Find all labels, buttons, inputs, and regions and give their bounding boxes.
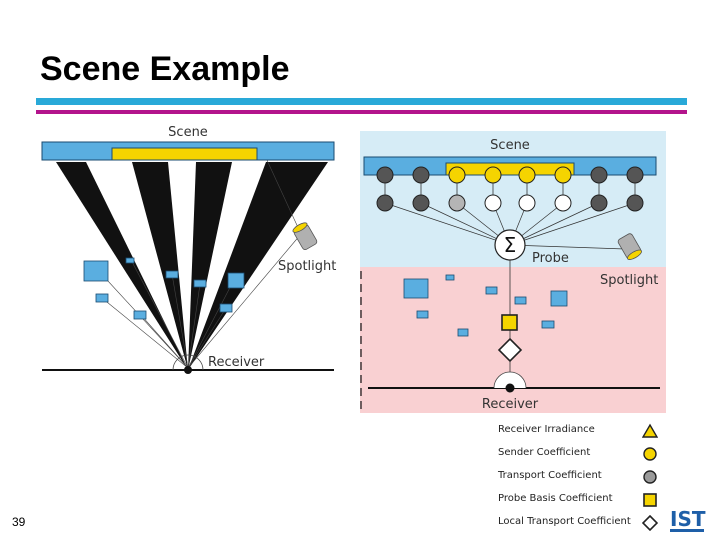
object-box (219, 303, 233, 313)
object-box (227, 272, 245, 289)
scene-highlight (111, 147, 258, 161)
spotlight-label: Spotlight (600, 273, 658, 288)
probe-label: Probe (532, 251, 569, 266)
receiver-point (184, 366, 192, 374)
legend-item-transport-coefficient: Transport Coefficient (498, 470, 668, 486)
wedge (56, 162, 188, 370)
slide-title: Scene Example (40, 50, 290, 88)
ist-logo: IST (670, 507, 706, 532)
transport-circle (518, 194, 536, 212)
sender-circle (376, 166, 394, 184)
transport-circle (484, 194, 502, 212)
page-number: 39 (12, 515, 26, 529)
receiver-label: Receiver (482, 397, 539, 412)
legend-label: Probe Basis Coefficient (498, 493, 613, 504)
object-box (133, 310, 147, 320)
logo-underline (670, 529, 704, 532)
object-box (445, 274, 455, 281)
legend-label: Receiver Irradiance (498, 424, 595, 435)
object-box (485, 286, 498, 295)
receiver-hemisphere (493, 371, 527, 389)
sender-circle (484, 166, 502, 184)
shadow-wedges (56, 162, 328, 370)
sender-circle (590, 166, 608, 184)
legend-item-receiver-irradiance: Receiver Irradiance (498, 423, 668, 440)
transport-circle (412, 194, 430, 212)
object-box (457, 328, 469, 337)
sender-coefficients (376, 166, 644, 184)
sender-circle (518, 166, 536, 184)
sum-symbol: Σ (504, 233, 517, 257)
circle-icon (643, 447, 657, 461)
object-box (95, 293, 109, 303)
object-box (541, 320, 555, 329)
wedge (188, 162, 232, 370)
transport-coefficients (376, 194, 644, 212)
legend-label: Local Transport Coefficient (498, 516, 631, 527)
transport-circle (554, 194, 572, 212)
object-box (193, 279, 207, 288)
legend-label: Transport Coefficient (498, 470, 602, 481)
object-box (165, 270, 179, 279)
scene-objects (83, 257, 245, 320)
transport-circle (626, 194, 644, 212)
spotlight-icon (617, 233, 642, 260)
triangle-icon (642, 423, 658, 438)
sender-circle (412, 166, 430, 184)
title-underline-blue (36, 98, 687, 105)
circle-icon (643, 470, 657, 484)
object-box (83, 260, 109, 282)
transport-circle (448, 194, 466, 212)
sender-circle (448, 166, 466, 184)
scene-label: Scene (490, 138, 530, 153)
spotlight-icon (292, 222, 318, 250)
transport-circle (590, 194, 608, 212)
title-underline-magenta (36, 110, 687, 114)
legend-item-probe-basis-coefficient: Probe Basis Coefficient (498, 493, 668, 509)
scene-label: Scene (168, 125, 208, 140)
object-box (125, 257, 135, 264)
receiver-point (505, 383, 515, 393)
local-transport-diamond (497, 337, 523, 363)
right-diagram: Scene (360, 131, 666, 413)
wedge (132, 162, 188, 370)
sender-circle (626, 166, 644, 184)
legend-label: Sender Coefficient (498, 447, 591, 458)
diamond-icon (642, 515, 658, 531)
scene-highlight (445, 162, 575, 176)
spotlight-label: Spotlight (278, 259, 336, 274)
sender-circle (554, 166, 572, 184)
probe-basis-square (501, 314, 518, 331)
legend-item-sender-coefficient: Sender Coefficient (498, 447, 668, 463)
square-icon (643, 493, 657, 507)
object-box (550, 290, 568, 307)
transport-circle (376, 194, 394, 212)
left-diagram: Scene Spotlight Receiver (41, 125, 336, 374)
scene-objects (403, 274, 568, 337)
wedge (188, 162, 328, 370)
receiver-label: Receiver (208, 355, 265, 370)
object-box (403, 278, 429, 299)
object-box (514, 296, 527, 305)
object-box (416, 310, 429, 319)
ray-lines (95, 157, 302, 369)
legend-item-local-transport-coefficient: Local Transport Coefficient (498, 515, 668, 532)
logo-text: IST (670, 507, 706, 531)
receiver-hemisphere (172, 354, 204, 371)
